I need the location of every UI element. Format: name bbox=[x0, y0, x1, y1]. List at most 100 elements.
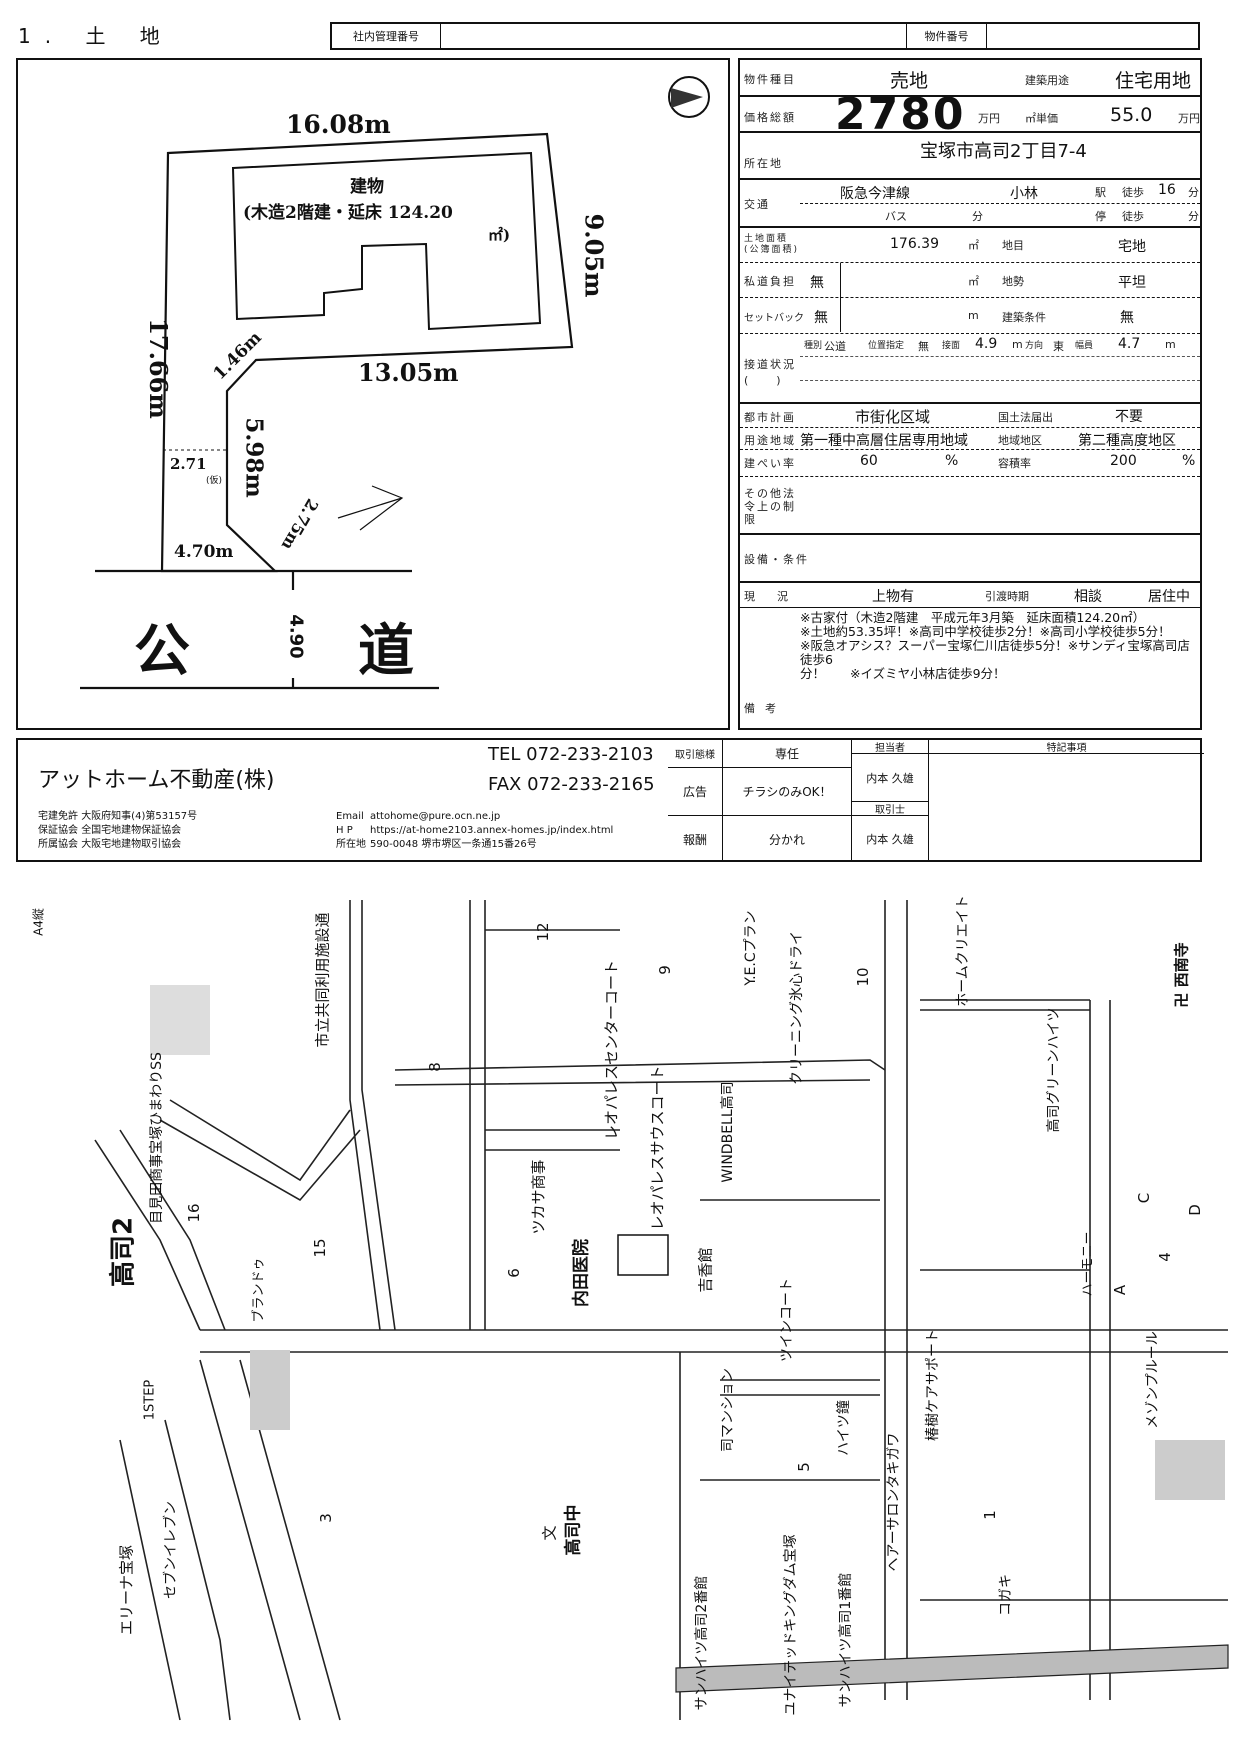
map-label: ユナイテッドキングダム宝塚 bbox=[783, 1534, 799, 1716]
map-label: Y.E.Cプラン bbox=[743, 910, 759, 986]
zoning-value: 第一種中高層住居専用地域 bbox=[800, 433, 968, 449]
map-label: 目見田商事宝塚ひまわりSS bbox=[149, 1052, 165, 1224]
row-transport: 交通 阪急今津線 小林 駅 徒歩 16 分 バス 分 停 徒歩 分 bbox=[740, 180, 1200, 228]
access-frontage-label: 接面 bbox=[942, 341, 961, 351]
map-label: 卍 西南寺 bbox=[1172, 942, 1191, 1008]
terrain-label: 地勢 bbox=[1002, 275, 1024, 288]
agent-value: 内本 久雄 bbox=[852, 816, 929, 862]
city-plan-value: 市街化区域 bbox=[855, 408, 931, 426]
agency-footer: アットホーム不動産(株) TEL 072-233-2103 FAX 072-23… bbox=[16, 738, 1204, 862]
status-label: 現況 bbox=[744, 590, 810, 603]
ad-value: チラシのみOK！ bbox=[723, 768, 852, 816]
email-label: Email bbox=[336, 811, 364, 822]
map-label: 10 bbox=[854, 967, 872, 987]
map-label: 5 bbox=[795, 1462, 813, 1472]
email-link[interactable]: attohome@pure.ocn.ne.jp bbox=[370, 811, 501, 822]
price-value: 2780 bbox=[835, 89, 966, 140]
access-dir-label: 方向 bbox=[1025, 341, 1044, 351]
walk2-unit: 分 bbox=[1188, 210, 1199, 223]
unit-price-unit: 万円 bbox=[1178, 112, 1200, 125]
map-label: ホームクリエイト bbox=[955, 895, 971, 1007]
unit-price-value: 55.0 bbox=[1110, 104, 1153, 126]
city-plan-label: 都市計画 bbox=[744, 411, 796, 424]
map-label: 6 bbox=[505, 1268, 523, 1278]
hp-label: H P bbox=[336, 825, 353, 836]
map-label: ツカサ商事 bbox=[529, 1159, 548, 1235]
access-designation-label: 位置指定 bbox=[868, 341, 905, 351]
road-label-1: 公 bbox=[134, 618, 190, 684]
use-label: 建築用途 bbox=[1025, 74, 1069, 87]
far-unit: % bbox=[1182, 453, 1196, 469]
walk-unit: 分 bbox=[1188, 186, 1199, 199]
railway-band bbox=[675, 1644, 1229, 1693]
walk-minutes: 16 bbox=[1158, 182, 1176, 198]
access-frontage-unit: m bbox=[1012, 338, 1023, 351]
bus-label: バス bbox=[885, 210, 907, 223]
train-line: 阪急今津線 bbox=[840, 186, 910, 202]
deal-label: 取引態様 bbox=[668, 740, 723, 768]
chimoku-label: 地目 bbox=[1002, 239, 1024, 252]
row-area: 土地面積(公簿面積) 176.39 ㎡ 地目 宅地 bbox=[740, 228, 1200, 263]
map-label: 吉香館 bbox=[696, 1247, 715, 1293]
row-private-road: 私道負担 無 ㎡ 地勢 平坦 bbox=[740, 263, 1200, 332]
office-address: 590-0048 堺市堺区一条通15番26号 bbox=[370, 839, 537, 850]
dim-top: 16.08m bbox=[286, 110, 391, 139]
office-address-label: 所在地 bbox=[336, 839, 366, 850]
map-label: コガキ bbox=[998, 1574, 1014, 1616]
staff-value: 内本 久雄 bbox=[852, 754, 929, 802]
ad-label: 広告 bbox=[668, 768, 723, 816]
area-label: 土地面積(公簿面積) bbox=[744, 234, 800, 255]
row-facility: 設備・条件 bbox=[740, 535, 1200, 583]
header-id-box: 社内管理番号 物件番号 bbox=[330, 22, 1200, 50]
row-setback: セットバック 無 m 建築条件 無 bbox=[740, 298, 1200, 334]
building-unit: ㎡) bbox=[488, 226, 511, 244]
property-number-label: 物件番号 bbox=[907, 24, 987, 48]
homepage-link[interactable]: https://at-home2103.annex-homes.jp/index… bbox=[370, 825, 614, 836]
license-value: 大阪府知事(4)第53157号 bbox=[81, 811, 198, 822]
private-road-label: 私道負担 bbox=[744, 275, 796, 288]
access-designation: 無 bbox=[918, 340, 929, 353]
delivery-label: 引渡時期 bbox=[985, 590, 1029, 603]
national-law-label: 国土法届出 bbox=[998, 411, 1053, 424]
guarantee-value: 全国宅地建物保証協会 bbox=[81, 825, 182, 836]
remarks-label: 備考 bbox=[744, 702, 786, 715]
bcr-label: 建ぺい率 bbox=[744, 457, 796, 470]
map-label: クリーニング氷心ドライ bbox=[789, 931, 805, 1085]
mgmt-number-value bbox=[441, 24, 907, 48]
address-value: 宝塚市高司2丁目7-4 bbox=[920, 141, 1087, 162]
unit-price-label: ㎡単価 bbox=[1025, 112, 1058, 125]
building-desc: (木造2階建・延床 124.20 bbox=[243, 203, 453, 223]
type-label: 物件種目 bbox=[744, 73, 796, 86]
map-label: 12 bbox=[534, 922, 552, 942]
facility-label: 設備・条件 bbox=[744, 553, 809, 566]
access-kind: 公道 bbox=[824, 340, 846, 353]
compass-north-icon bbox=[668, 76, 710, 118]
address-label: 所在地 bbox=[744, 157, 783, 170]
map-label: レオパレスセンターコート bbox=[602, 959, 621, 1141]
location-map: A4縦 市立共同利用施設通 目見田商事宝塚ひまわりSS 高司2 16 15 8 … bbox=[0, 880, 1240, 1754]
map-label: ハイツ鐘 bbox=[836, 1400, 852, 1456]
private-road-unit: ㎡ bbox=[968, 275, 979, 288]
license-info: 宅建免許 大阪府知事(4)第53157号 保証協会 全国宅地建物保証協会 所属協… bbox=[38, 810, 197, 852]
row-coverage: 建ぺい率 60 % 容積率 200 % bbox=[740, 450, 1200, 477]
national-law-value: 不要 bbox=[1115, 409, 1143, 425]
mgmt-number-label: 社内管理番号 bbox=[332, 24, 441, 48]
map-label: メゾンプルール bbox=[1145, 1331, 1161, 1429]
remark-line: ※古家付（木造2階建 平成元年3月築 延床面積124.20㎡） bbox=[800, 610, 1146, 625]
dim-mid: 13.05m bbox=[358, 358, 459, 387]
walk2-label: 徒歩 bbox=[1122, 210, 1144, 223]
school-icon: 文 bbox=[540, 1525, 559, 1541]
status-value: 上物有 bbox=[872, 589, 914, 605]
area-value: 176.39 bbox=[890, 236, 939, 252]
access-dir: 東 bbox=[1053, 340, 1064, 353]
walk-label: 徒歩 bbox=[1122, 186, 1144, 199]
far-label: 容積率 bbox=[998, 457, 1031, 470]
assoc-value: 大阪宅地建物取引協会 bbox=[81, 839, 182, 850]
fee-label: 報酬 bbox=[668, 816, 723, 862]
map-label: 内田医院 bbox=[571, 1239, 592, 1307]
map-label: A4縦 bbox=[31, 908, 46, 936]
site-marker bbox=[617, 1234, 669, 1276]
access-width-label: 幅員 bbox=[1075, 341, 1094, 351]
company-name: アットホーム不動産(株) bbox=[38, 768, 275, 793]
deal-value: 専任 bbox=[723, 740, 852, 768]
